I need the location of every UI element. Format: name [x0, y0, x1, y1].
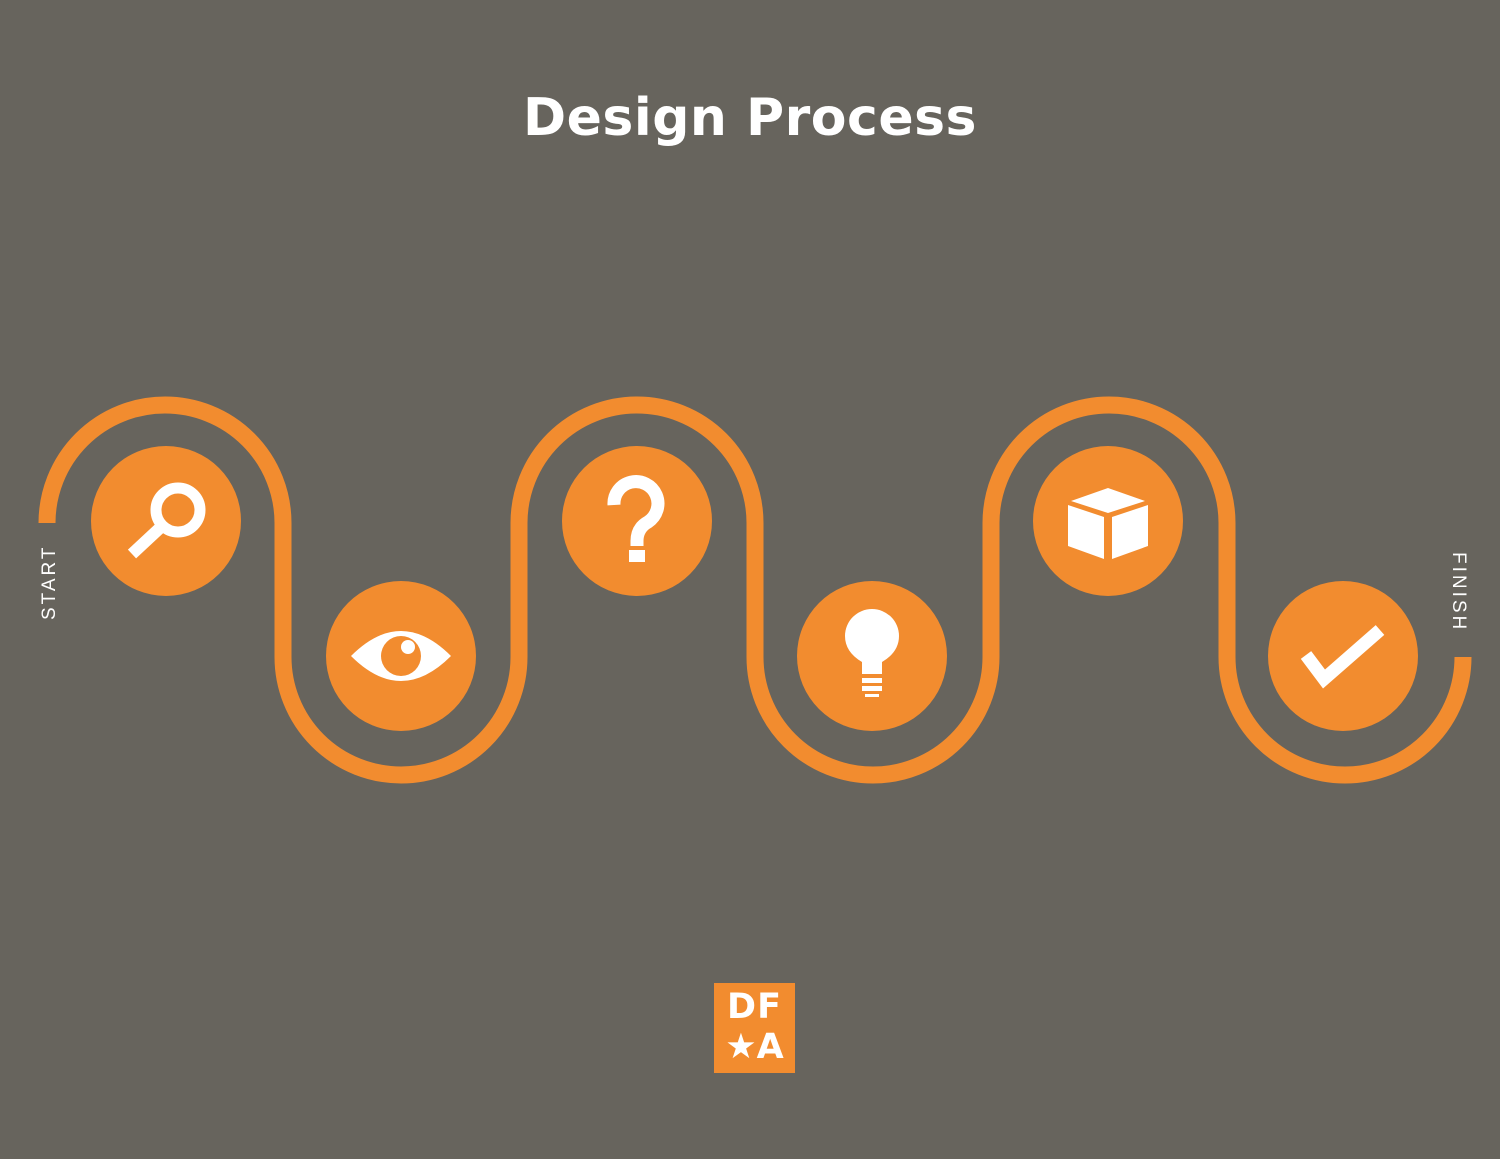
step-6-node: [1268, 581, 1418, 731]
eye-icon: [351, 631, 451, 681]
finish-label: FINISH: [1448, 552, 1469, 632]
page-title: Design Process: [522, 88, 978, 148]
question-mark-icon: [607, 475, 665, 562]
step-4-node: [797, 581, 947, 731]
step-2-node: [326, 581, 476, 731]
step-5-node: [1033, 446, 1183, 596]
box-icon: [1068, 488, 1148, 559]
start-label: START: [39, 544, 60, 620]
step-1-node: [91, 446, 241, 596]
lightbulb-icon: [845, 609, 899, 697]
process-path: [38, 396, 1472, 784]
magnifier-icon: [127, 482, 206, 559]
checkmark-icon: [1300, 625, 1385, 689]
step-3-node: [562, 446, 712, 596]
logo-text-top: DF: [727, 987, 782, 1027]
dfa-logo: DF ★A: [714, 983, 795, 1073]
logo-text-bottom: ★A: [725, 1027, 784, 1067]
